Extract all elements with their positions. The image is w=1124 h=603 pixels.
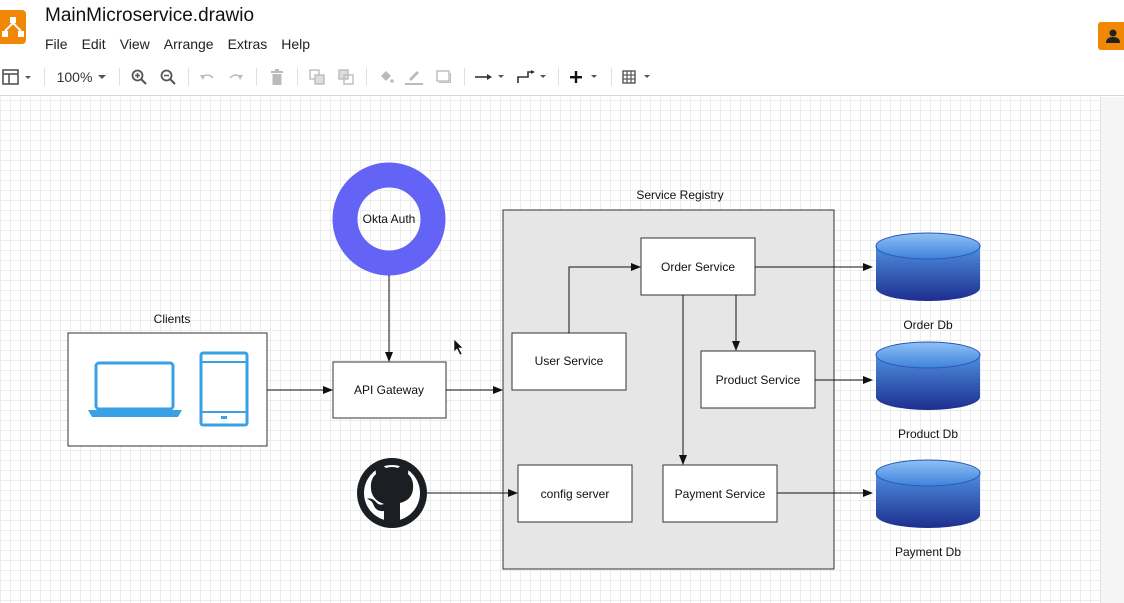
table-icon xyxy=(622,70,650,84)
zoom-in-icon xyxy=(131,69,147,85)
zoom-dropdown[interactable]: 100% xyxy=(55,66,109,88)
delete-button[interactable] xyxy=(268,66,286,88)
order-db-label: Order Db xyxy=(903,318,953,332)
payment-service-box[interactable]: Payment Service xyxy=(662,464,778,523)
tablet-icon xyxy=(199,351,249,427)
mouse-cursor-icon xyxy=(453,338,464,356)
payment-db-label: Payment Db xyxy=(895,545,961,559)
menu-view[interactable]: View xyxy=(119,36,150,52)
chevron-down-icon xyxy=(98,75,107,79)
product-service-box[interactable]: Product Service xyxy=(700,350,816,409)
redo-icon xyxy=(229,74,243,80)
config-server-box[interactable]: config server xyxy=(517,464,633,523)
okta-auth-node[interactable]: Okta Auth xyxy=(332,162,446,276)
service-registry-label: Service Registry xyxy=(636,188,723,202)
fill-color-button[interactable] xyxy=(376,66,396,88)
menu-file[interactable]: File xyxy=(45,36,68,52)
delete-icon xyxy=(271,69,283,85)
clients-label: Clients xyxy=(154,312,191,326)
insert-dropdown[interactable] xyxy=(569,66,601,88)
order-service-box[interactable]: Order Service xyxy=(640,237,756,296)
user-service-box[interactable]: User Service xyxy=(511,332,627,391)
diagram-canvas[interactable]: Service Registry Clients Okta Auth xyxy=(0,97,1100,603)
payment-db-cylinder[interactable]: Payment Db xyxy=(875,459,981,559)
to-back-button[interactable] xyxy=(336,66,356,88)
fill-color-icon xyxy=(381,71,394,83)
to-front-icon xyxy=(309,69,325,85)
waypoints-dropdown[interactable] xyxy=(516,66,548,88)
file-title[interactable]: MainMicroservice.drawio xyxy=(45,5,255,26)
undo-button[interactable] xyxy=(198,66,216,88)
zoom-out-icon xyxy=(160,69,176,85)
right-panel-edge xyxy=(1100,97,1124,603)
api-gateway-box[interactable]: API Gateway xyxy=(332,361,447,419)
line-color-button[interactable] xyxy=(404,66,424,88)
user-service-label: User Service xyxy=(535,354,604,368)
shadow-icon xyxy=(436,70,451,83)
user-to-order-arrow[interactable] xyxy=(568,263,641,333)
connection-dropdown[interactable] xyxy=(474,66,506,88)
order-service-label: Order Service xyxy=(661,260,735,274)
zoom-level: 100% xyxy=(56,69,93,85)
api-gateway-label: API Gateway xyxy=(354,383,424,397)
order-db-cylinder[interactable]: Order Db xyxy=(875,232,981,332)
diagram: Service Registry Clients Okta Auth xyxy=(67,162,981,570)
github-icon[interactable] xyxy=(357,458,427,528)
toolbar: 100% xyxy=(0,58,1124,96)
redo-button[interactable] xyxy=(227,66,245,88)
insert-icon xyxy=(570,71,597,83)
product-db-cylinder[interactable]: Product Db xyxy=(875,341,981,441)
zoom-in-button[interactable] xyxy=(130,66,148,88)
product-db-label: Product Db xyxy=(898,427,958,441)
user-account-button[interactable] xyxy=(1098,22,1124,50)
menu-edit[interactable]: Edit xyxy=(81,36,106,52)
clients-box[interactable]: Clients xyxy=(67,312,268,447)
user-icon xyxy=(1106,29,1120,43)
waypoints-icon xyxy=(517,70,546,83)
okta-auth-label: Okta Auth xyxy=(363,212,416,226)
menu-bar: File Edit View Arrange Extras Help xyxy=(45,36,310,52)
menu-extras[interactable]: Extras xyxy=(227,36,268,52)
to-front-button[interactable] xyxy=(307,66,327,88)
zoom-out-button[interactable] xyxy=(159,66,177,88)
laptop-icon xyxy=(88,361,182,417)
payment-service-label: Payment Service xyxy=(675,487,766,501)
to-back-icon xyxy=(338,69,354,85)
table-dropdown[interactable] xyxy=(622,66,654,88)
title-bar: MainMicroservice.drawio File Edit View A… xyxy=(0,0,1124,58)
line-color-icon xyxy=(405,71,423,85)
format-panel-button[interactable] xyxy=(0,66,34,88)
menu-arrange[interactable]: Arrange xyxy=(163,36,214,52)
shadow-button[interactable] xyxy=(434,66,454,88)
drawio-logo[interactable] xyxy=(0,10,26,44)
connection-icon xyxy=(475,74,504,80)
product-service-label: Product Service xyxy=(716,373,801,387)
format-panel-icon xyxy=(2,69,31,85)
menu-help[interactable]: Help xyxy=(281,36,311,52)
config-server-label: config server xyxy=(541,487,610,501)
undo-icon xyxy=(200,74,214,80)
